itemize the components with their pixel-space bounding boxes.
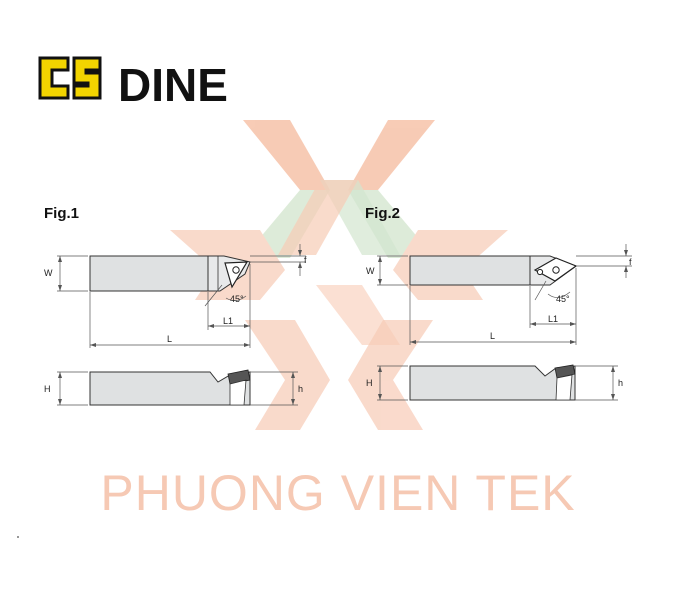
brand-name: DINE: [118, 59, 228, 111]
figure-1-label: Fig.1: [44, 205, 79, 222]
fig1-dim-angle: 45°: [230, 294, 244, 304]
watermark-text: PHUONG VIEN TEK: [100, 465, 575, 521]
fig1-insert: [224, 261, 249, 289]
fig1-dim-L: L: [167, 334, 172, 344]
fig1-dim-W: W: [44, 268, 53, 278]
fig1-dim-L1: L1: [223, 316, 233, 326]
fig2-dim-L: L: [490, 331, 495, 341]
fig2-shank-top: [409, 255, 531, 286]
fig1-dim-H: H: [44, 384, 51, 394]
fig2-dim-L1: L1: [548, 314, 558, 324]
stray-dot: [17, 536, 19, 538]
figure-1: Fig.1 W f 45° L1: [44, 205, 307, 406]
figure-2: Fig.2 W f 45° L1: [365, 205, 632, 401]
fig1-shank-top: [89, 255, 209, 292]
fig2-dim-H: H: [366, 378, 373, 388]
fig2-shank-side: [409, 365, 576, 401]
fig2-dim-h: h: [618, 378, 623, 388]
dine-cs-logo: [38, 56, 102, 100]
fig2-dim-angle: 45°: [556, 294, 570, 304]
fig1-shank-side: [89, 371, 251, 406]
fig1-dim-h: h: [298, 384, 303, 394]
fig2-dim-W: W: [366, 266, 375, 276]
fig2-dim-f: f: [629, 257, 632, 267]
figure-2-label: Fig.2: [365, 205, 400, 222]
fig1-dim-f: f: [304, 255, 307, 265]
